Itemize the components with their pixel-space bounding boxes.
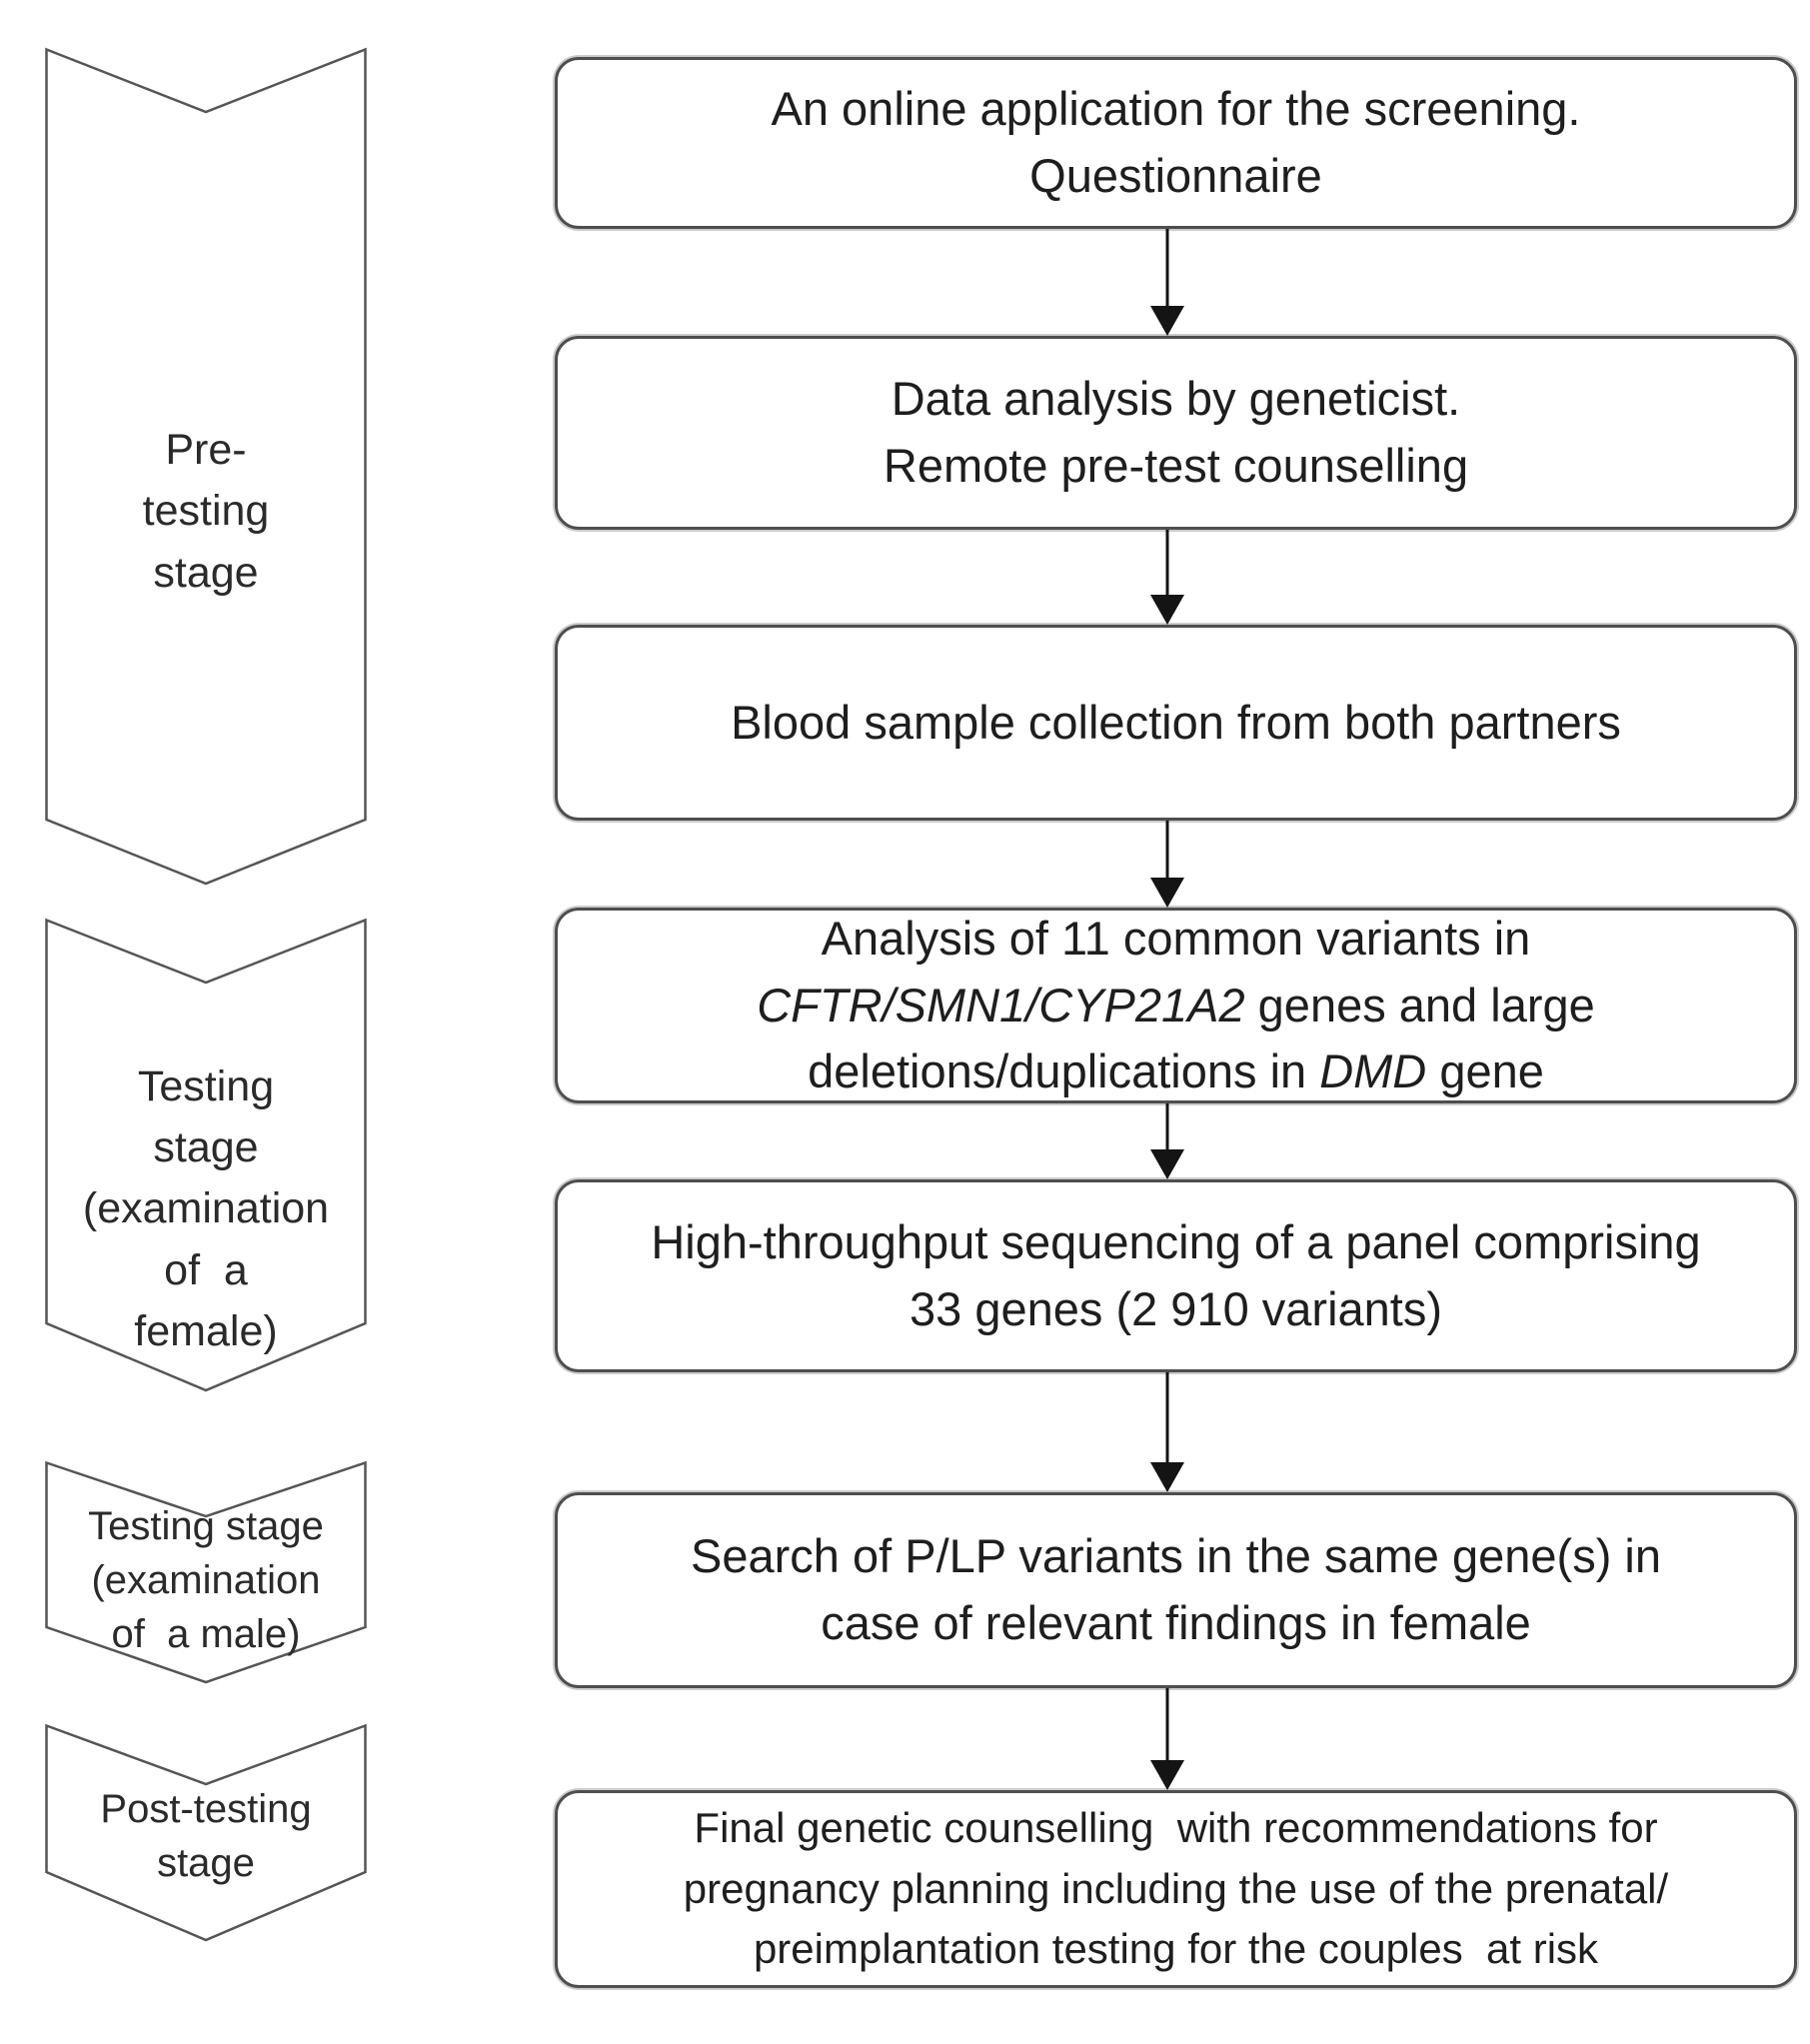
arrow-line [1165,229,1169,312]
box-text: An online application for the screening.… [771,82,1581,202]
flow-box-final-counselling: Final genetic counselling with recommend… [555,1790,1797,1988]
arrow-line [1165,821,1169,884]
flow-box-search-plp-variants: Search of P/LP variants in the same gene… [555,1492,1797,1688]
arrow-head [1150,1760,1184,1790]
down-arrow-icon [1150,530,1184,625]
flow-box-online-application: An online application for the screening.… [555,57,1797,229]
arrow-head [1150,1462,1184,1492]
flow-box-panel-sequencing: High-throughput sequencing of a panel co… [555,1179,1797,1372]
chevron-shape [45,1723,367,1942]
down-arrow-icon [1150,229,1184,336]
down-arrow-icon [1150,821,1184,908]
arrow-line [1165,1372,1169,1468]
flow-box-blood-sample: Blood sample collection from both partne… [555,625,1797,821]
chevron-shape [45,1460,367,1684]
box-text: Blood sample collection from both partne… [731,695,1621,749]
down-arrow-icon [1150,1372,1184,1492]
down-arrow-icon [1150,1103,1184,1179]
chevron-shape [45,918,367,1392]
chevron-shape [45,47,367,886]
arrow-head [1150,1149,1184,1179]
arrow-line [1165,1688,1169,1766]
box-text: High-throughput sequencing of a panel co… [651,1214,1701,1335]
flow-box-data-analysis: Data analysis by geneticist.Remote pre-t… [555,336,1797,530]
box-text: Search of P/LP variants in the same gene… [691,1529,1661,1649]
down-arrow-icon [1150,1688,1184,1790]
box-text: Final genetic counselling with recommend… [683,1803,1669,1973]
arrow-head [1150,878,1184,908]
arrow-line [1165,1103,1169,1155]
arrow-head [1150,306,1184,336]
box-text: Data analysis by geneticist.Remote pre-t… [883,372,1469,492]
arrow-line [1165,530,1169,601]
arrow-head [1150,595,1184,625]
